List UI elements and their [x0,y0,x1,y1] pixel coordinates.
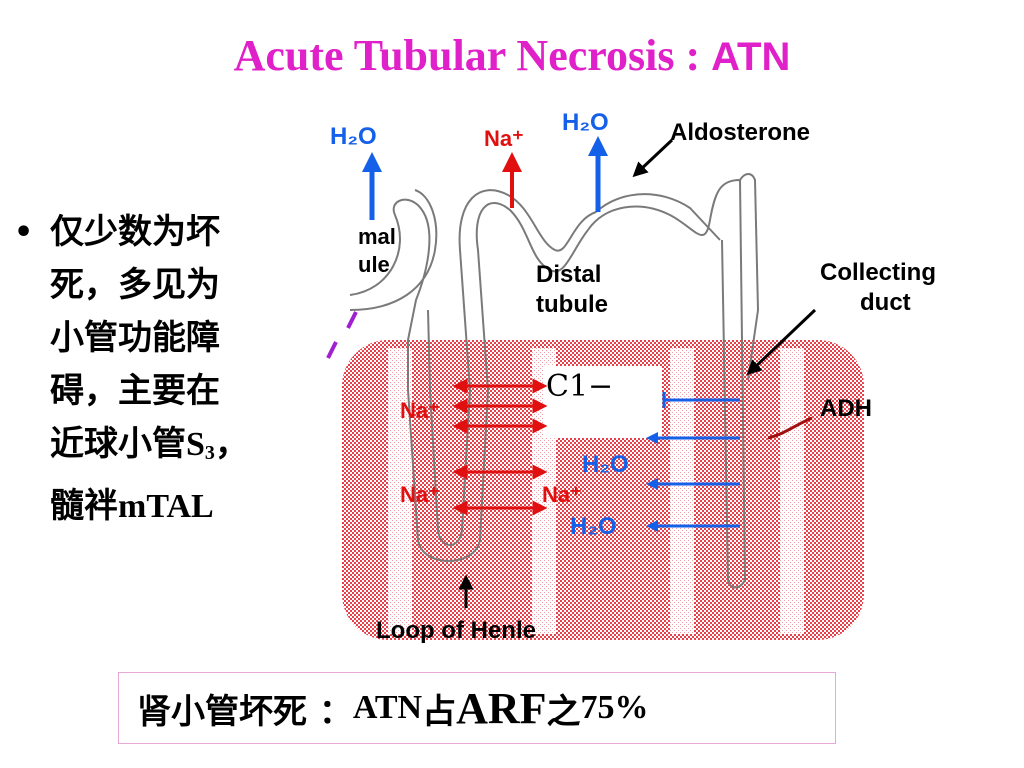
na-label-top: Na⁺ [484,126,524,151]
bullet-line-5-segment: S [186,426,205,463]
bullet-dot: • [14,215,34,250]
na-cl-transport-arrows [452,378,548,516]
slide-title: Acute Tubular Necrosis : ATN [0,30,1024,81]
na-label-right-lower: Na⁺ [542,482,582,507]
bullet-line-6-prefix: 髓袢 [50,486,118,526]
distal-tubule [587,178,747,589]
footer-arf: ARF [456,683,547,733]
chloride-box [544,366,662,438]
collecting-label-1: Collecting [820,259,936,286]
na-label-left-lower: Na⁺ [400,482,440,507]
footer-atn: ATN [352,689,423,726]
bullet-line-5: 近球小管S3， [50,418,306,480]
footer-text-1: 肾小管坏死 ： [137,691,353,732]
medulla-light-band-3 [670,348,694,634]
h2o-label-proximal: H₂O [330,123,377,150]
chloride-label: C1− [546,369,613,404]
marker-line-2 [346,311,358,329]
proximal-label-2: ule [358,252,390,277]
proximal-label-1: mal [358,224,396,249]
collecting-duct [739,173,760,381]
collecting-duct-pointer [746,308,817,376]
bullet-line-3: 小管功能障 [50,318,220,358]
h2o-label-medulla-2: H₂O [570,513,617,540]
nephron-diagram: H₂O Na⁺ H₂O Aldosterone mal ule Distal t… [326,109,936,644]
loop-label: Loop of Henle [376,617,536,644]
distal-label-1: Distal [536,261,601,288]
thick-ascending-limb [458,189,597,391]
aldosterone-label: Aldosterone [670,119,810,146]
bullet-line-5-subscript: 3 [204,442,215,464]
h2o-label-medulla-1: H₂O [582,451,629,478]
bullet-line-2: 死，多见为 [50,265,220,305]
bullet-line-4: 碍，主要在 [50,371,220,411]
h2o-label-distal: H₂O [562,109,609,136]
footer-text-zhi: 之 [546,691,581,732]
footer-text-zhan: 占 [422,691,457,732]
bullet-line-1: 仅少数为坏 [50,212,220,252]
collecting-label-2: duct [860,289,911,316]
medulla-light-band-4 [780,348,804,634]
footer-percentage: 75% [580,689,649,726]
title-main: Acute Tubular Necrosis : [233,31,712,80]
water-transport-arrows [646,392,740,532]
bullet-line-6-suffix: mTAL [118,488,214,525]
adh-label: ADH [820,395,872,422]
bullet-line-5-suffix: ， [214,424,249,464]
nephron-tubules [349,173,760,589]
distal-label-2: tubule [536,291,608,318]
adh-pointer [767,416,813,440]
title-abbreviation: ATN [711,35,791,79]
loop-of-henle [407,389,489,562]
proximal-tubule [349,189,438,391]
bullet-line-5-prefix: 近球小管 [50,424,186,464]
aldosterone-pointer [632,138,674,178]
medulla-region [342,340,864,640]
na-label-left-upper: Na⁺ [400,398,440,423]
marker-line-1 [326,341,338,359]
bullet-line-6: 髓袢mTAL [50,480,306,533]
